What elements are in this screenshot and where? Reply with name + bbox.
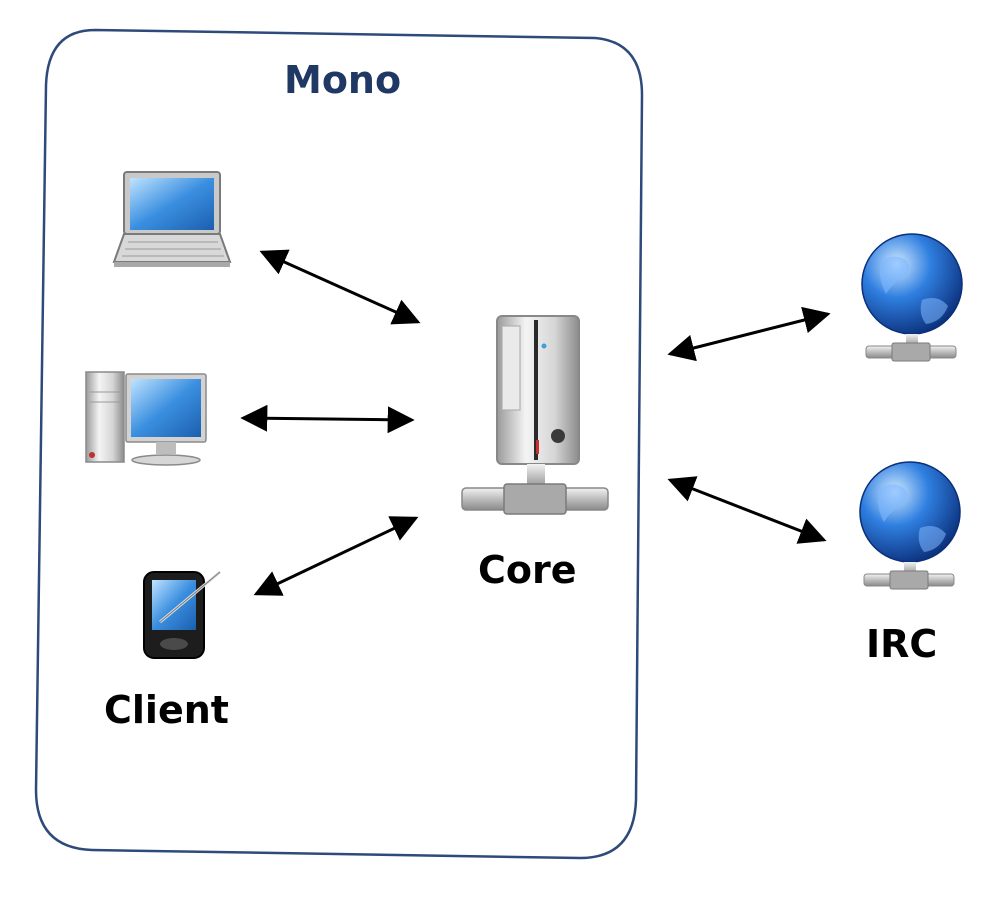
network-globe-icon <box>861 233 963 362</box>
arrow-core-irc-top <box>667 306 831 362</box>
core-label: Core <box>478 548 577 592</box>
arrow-core-irc-bottom <box>667 476 827 544</box>
client-label: Client <box>104 688 229 732</box>
mono-group-boundary <box>34 28 644 860</box>
group-title: Mono <box>284 58 402 102</box>
arrow-laptop-core <box>259 249 421 325</box>
arrow-desktop-core <box>240 404 415 434</box>
arrow-client-core <box>253 516 419 596</box>
pda-icon <box>143 570 221 659</box>
laptop-icon <box>112 171 232 267</box>
irc-label: IRC <box>866 622 938 666</box>
network-globe-icon <box>859 461 961 590</box>
server-icon <box>461 315 609 515</box>
desktop-computer-icon <box>85 371 207 466</box>
